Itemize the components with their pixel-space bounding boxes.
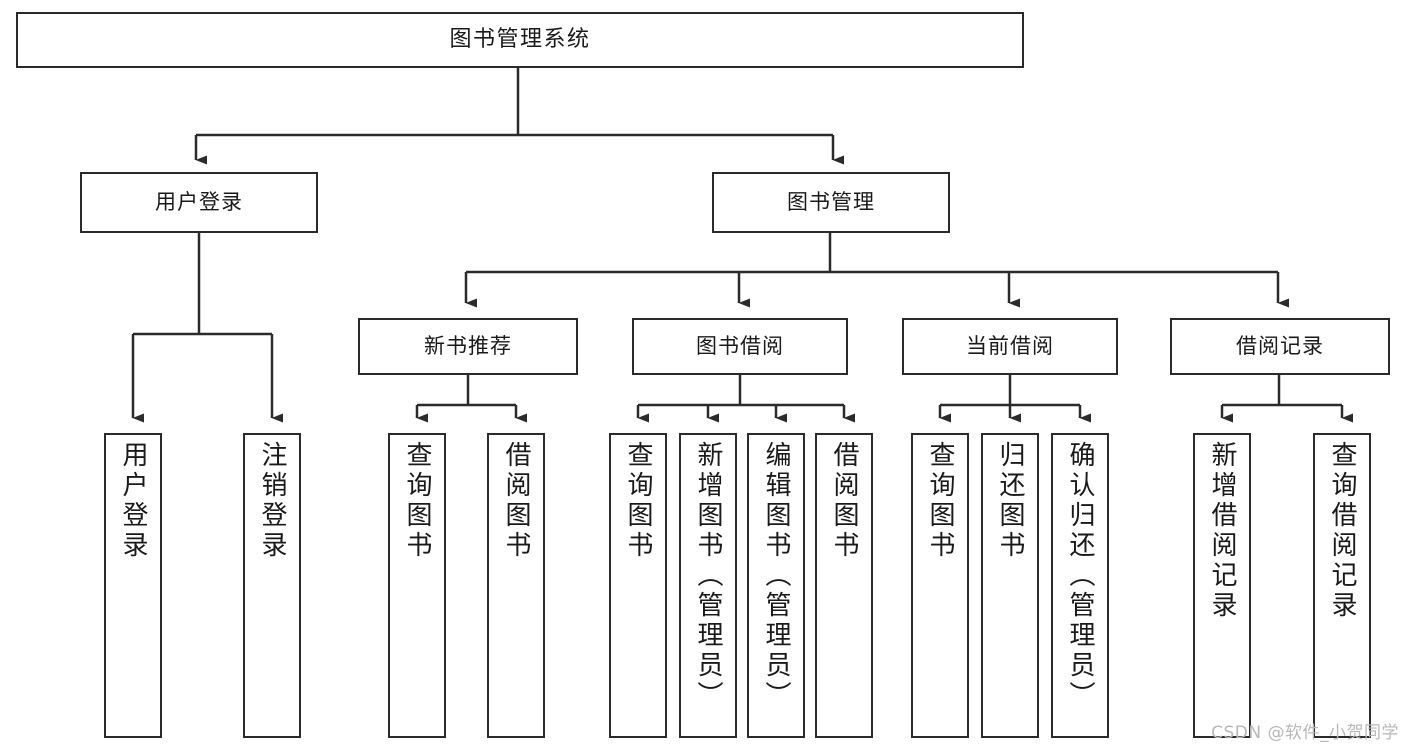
node-current-borrow[interactable]: 当前借阅 bbox=[902, 318, 1118, 375]
node-label: 新书推荐 bbox=[424, 334, 512, 359]
leaf-return-book[interactable]: 归还图书 bbox=[981, 433, 1039, 738]
node-borrow-record[interactable]: 借阅记录 bbox=[1170, 318, 1390, 375]
node-book-borrow[interactable]: 图书借阅 bbox=[632, 318, 848, 375]
node-label: 查询图书 bbox=[402, 441, 432, 561]
leaf-edit-book-admin[interactable]: 编辑图书（管理员） bbox=[747, 433, 805, 738]
watermark: CSDN @软件_小贺同学 bbox=[1211, 723, 1399, 743]
leaf-confirm-return-admin[interactable]: 确认归还（管理员） bbox=[1051, 433, 1109, 738]
leaf-logout-login[interactable]: 注销登录 bbox=[243, 433, 301, 738]
node-user-login[interactable]: 用户登录 bbox=[80, 172, 318, 233]
node-new-book-recommend[interactable]: 新书推荐 bbox=[358, 318, 578, 375]
node-label: 确认归还（管理员） bbox=[1065, 441, 1095, 711]
node-label: 借阅图书 bbox=[501, 441, 531, 561]
node-label: 图书管理 bbox=[787, 190, 875, 215]
node-label: 注销登录 bbox=[257, 441, 287, 561]
node-label: 用户登录 bbox=[118, 441, 148, 561]
node-label: 用户登录 bbox=[155, 190, 243, 215]
node-label: 编辑图书（管理员） bbox=[761, 441, 791, 711]
leaf-borrow-book-borrow[interactable]: 借阅图书 bbox=[815, 433, 873, 738]
node-label: 借阅图书 bbox=[829, 441, 859, 561]
node-book-manage[interactable]: 图书管理 bbox=[712, 172, 950, 233]
node-label: 图书借阅 bbox=[696, 334, 784, 359]
node-label: 查询借阅记录 bbox=[1327, 441, 1357, 621]
node-label: 当前借阅 bbox=[966, 334, 1054, 359]
node-book-management-system[interactable]: 图书管理系统 bbox=[16, 12, 1024, 68]
leaf-add-borrow-record[interactable]: 新增借阅记录 bbox=[1193, 433, 1251, 738]
node-label: 新增图书（管理员） bbox=[693, 441, 723, 711]
node-label: 归还图书 bbox=[995, 441, 1025, 561]
leaf-borrow-book-recommend[interactable]: 借阅图书 bbox=[487, 433, 545, 738]
leaf-query-borrow-record[interactable]: 查询借阅记录 bbox=[1313, 433, 1371, 738]
leaf-query-book-recommend[interactable]: 查询图书 bbox=[388, 433, 446, 738]
node-label: 新增借阅记录 bbox=[1207, 441, 1237, 621]
leaf-query-book-borrow[interactable]: 查询图书 bbox=[609, 433, 667, 738]
leaf-add-book-admin[interactable]: 新增图书（管理员） bbox=[679, 433, 737, 738]
node-label: 借阅记录 bbox=[1236, 334, 1324, 359]
leaf-query-book-current[interactable]: 查询图书 bbox=[911, 433, 969, 738]
node-label: 查询图书 bbox=[925, 441, 955, 561]
node-label: 查询图书 bbox=[623, 441, 653, 561]
leaf-user-login[interactable]: 用户登录 bbox=[104, 433, 162, 738]
node-label: 图书管理系统 bbox=[449, 27, 591, 53]
